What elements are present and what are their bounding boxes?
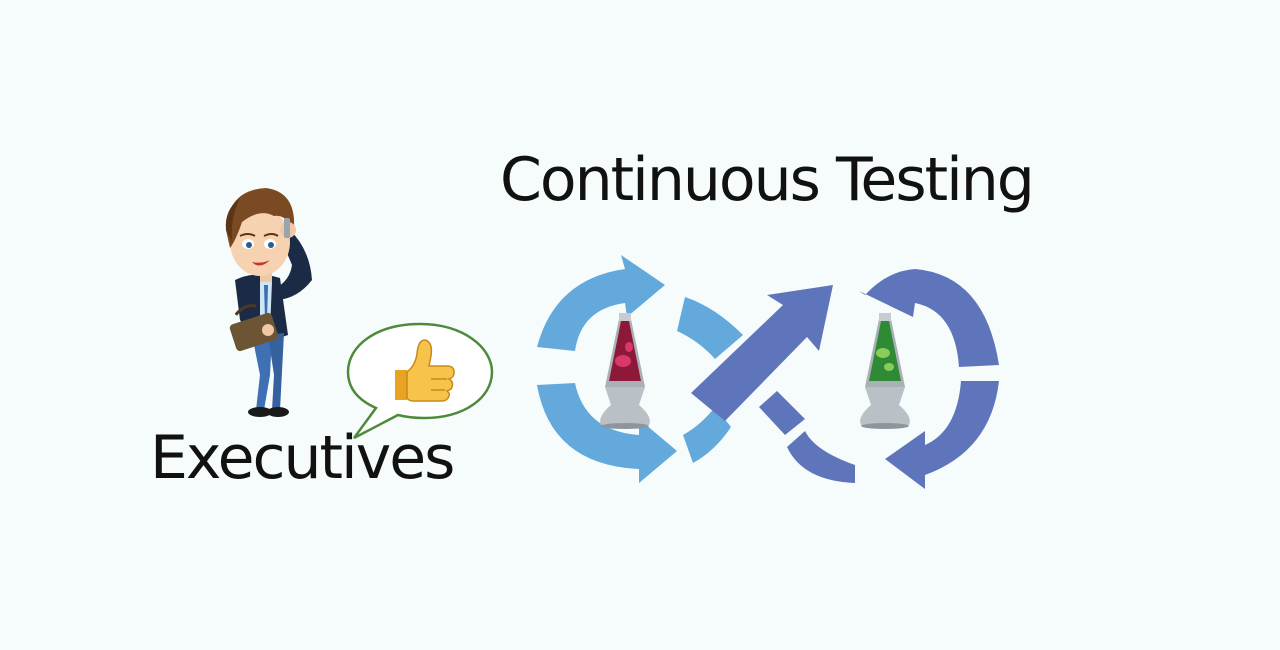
left-loop <box>537 255 743 483</box>
executive-figure-icon <box>225 188 312 417</box>
lava-lamp-right-icon <box>860 313 910 429</box>
lava-lamp-left-icon <box>600 313 650 429</box>
thumbs-up-icon <box>395 339 455 402</box>
devops-infinity-loop <box>537 255 999 489</box>
right-loop <box>691 269 999 489</box>
diagram-title: Continuous Testing <box>500 145 1035 215</box>
executives-label: Executives <box>150 423 455 493</box>
